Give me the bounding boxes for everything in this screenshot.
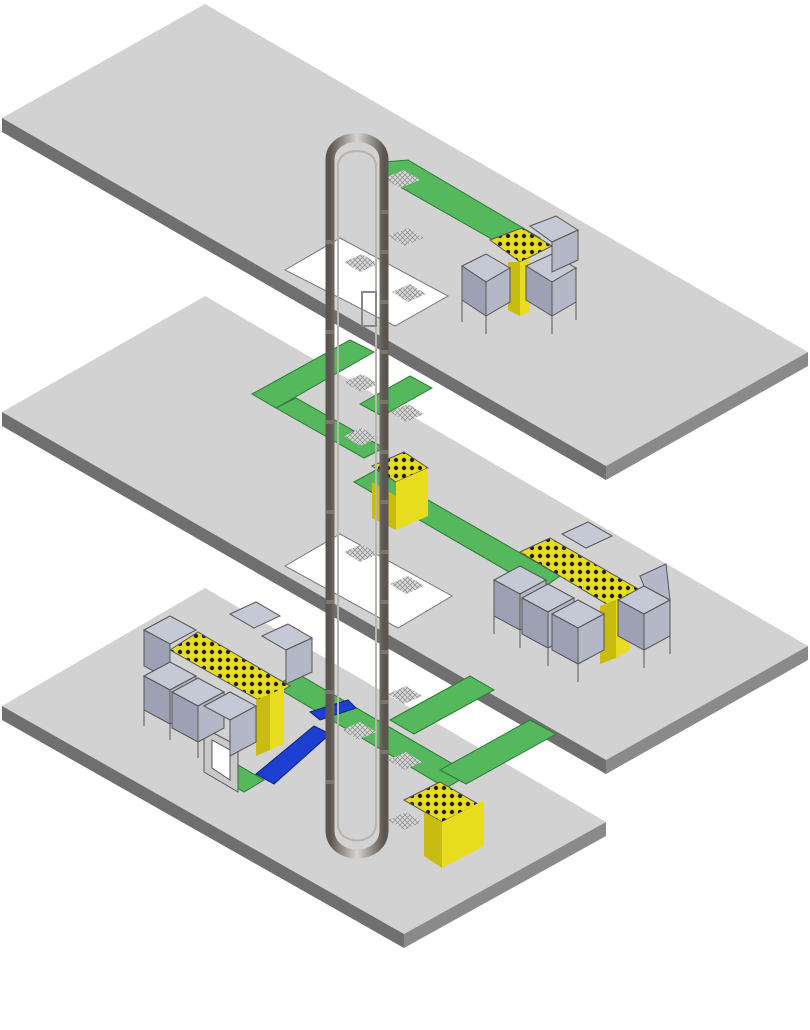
- bottom-conveyor-right: [388, 675, 496, 735]
- bottom-floor-edge-side: [404, 822, 606, 948]
- middle-floor: [2, 296, 808, 774]
- top-floor-edge-side: [606, 352, 808, 480]
- bottom-floor-edge-front: [2, 706, 404, 948]
- middle-collection-bins: [492, 521, 672, 682]
- top-mesh-pad-2: [388, 228, 424, 246]
- top-mesh-pad-4: [392, 284, 426, 302]
- middle-mesh-pad-2: [390, 404, 424, 422]
- bottom-floor: [2, 588, 606, 948]
- bottom-collection-bins: [142, 601, 314, 758]
- bottom-mesh-pad-2: [342, 722, 376, 740]
- middle-mesh-pad-1: [344, 374, 378, 392]
- top-floor-edge-front: [2, 118, 606, 480]
- middle-conveyor-branch: [358, 375, 434, 417]
- bottom-mesh-pad-1: [388, 686, 422, 704]
- middle-floor-edge-side: [606, 646, 808, 774]
- elevator-bracket: [361, 291, 377, 327]
- bottom-conveyor-spur: [438, 719, 558, 785]
- middle-mesh-pad-4: [344, 544, 378, 562]
- middle-conveyor-upper: [250, 339, 376, 409]
- middle-mesh-pad-5: [390, 576, 424, 594]
- top-collection-bins: [461, 215, 580, 334]
- bottom-sorting-station-large: [169, 631, 291, 756]
- middle-mesh-pad-3: [344, 428, 378, 446]
- bottom-mesh-pad-4: [388, 812, 422, 830]
- bottom-sorting-station-small: [402, 781, 484, 868]
- middle-floor-edge-front: [2, 412, 606, 774]
- bottom-mesh-pad-3: [388, 752, 422, 770]
- elevator-rail-outer: [325, 133, 389, 859]
- vertical-loop-elevator: [325, 133, 389, 859]
- top-mesh-pad-1: [384, 170, 420, 188]
- elevator-carrier-clips: [326, 210, 388, 784]
- top-mesh-pad-3: [344, 254, 378, 272]
- top-floor: [2, 4, 808, 480]
- elevator-rail-inner: [337, 150, 377, 842]
